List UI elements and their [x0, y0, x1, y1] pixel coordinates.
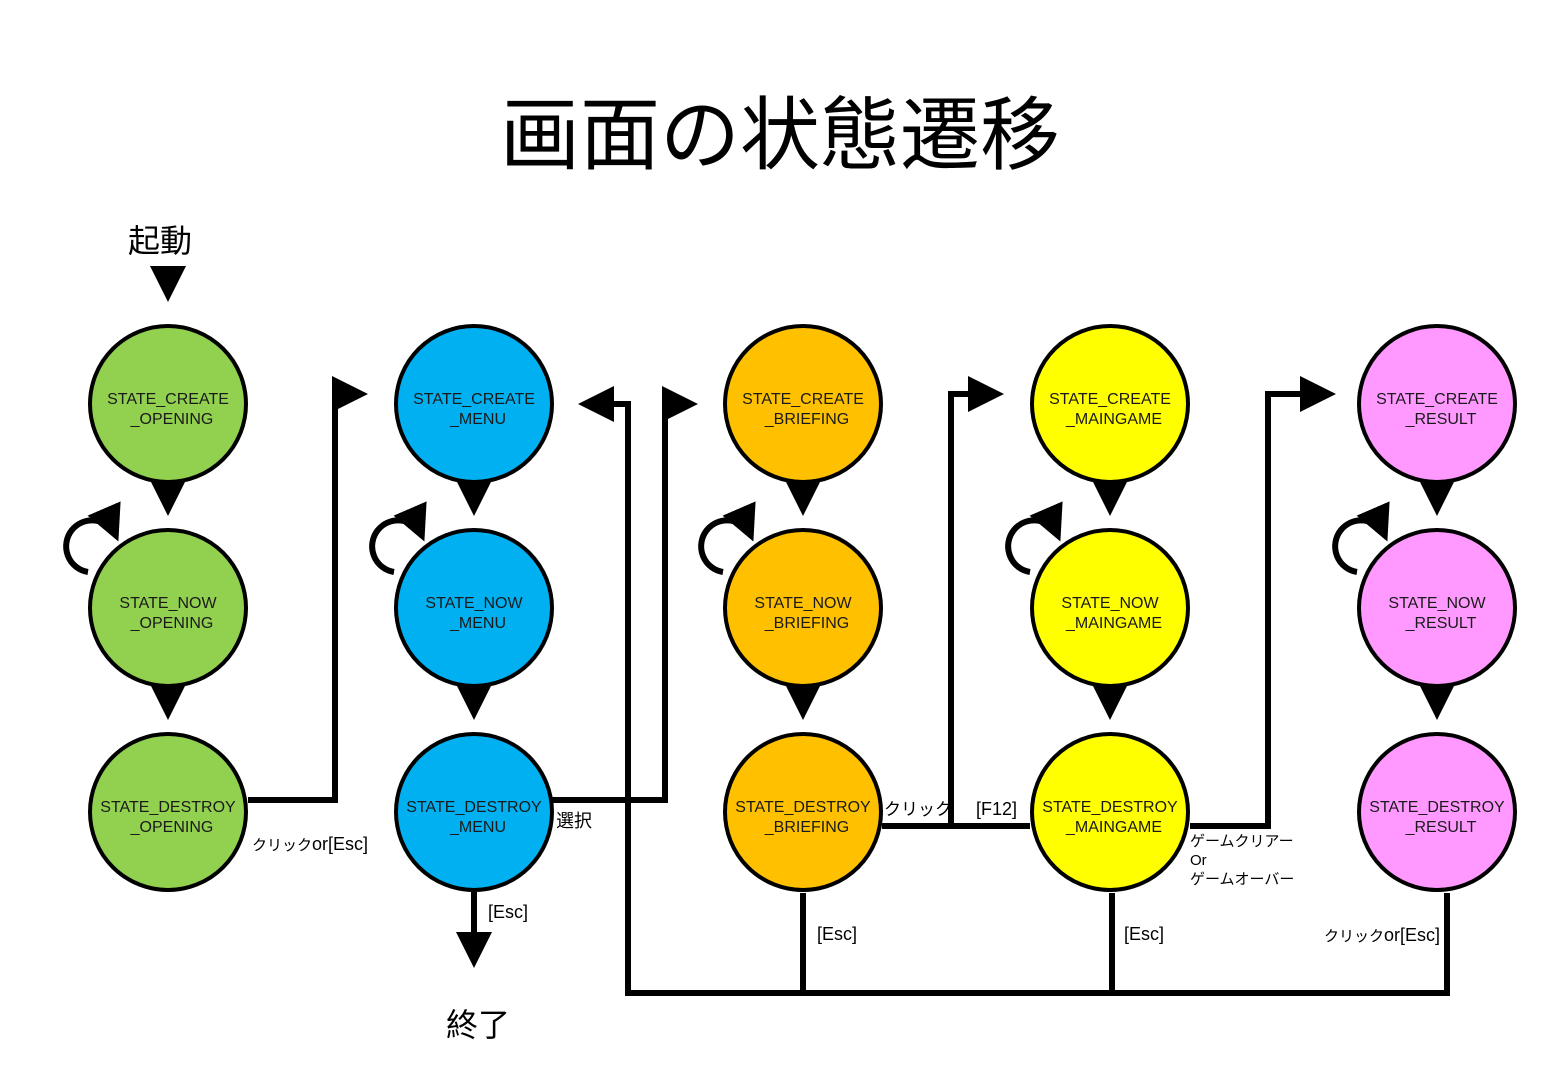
label-opening-to-menu: クリックor[Esc]: [252, 834, 368, 854]
label-or: Or: [1190, 852, 1207, 869]
label-briefing-esc: [Esc]: [817, 924, 857, 944]
state-name-line1: STATE_CREATE: [1049, 391, 1171, 408]
label-result-click-jp: クリック: [1324, 927, 1384, 945]
state-name-line1: STATE_DESTROY: [1042, 799, 1178, 816]
self-loop-menu: [369, 501, 427, 575]
state-node-opening-0: STATE_CREATE _OPENING: [88, 324, 248, 484]
state-name-line1: STATE_DESTROY: [735, 799, 871, 816]
state-circle: [88, 528, 248, 688]
label-briefing-f12: [F12]: [976, 799, 1017, 819]
label-or-esc: or[Esc]: [312, 834, 368, 854]
state-node-result-0: STATE_CREATE _RESULT: [1357, 324, 1517, 484]
state-node-menu-0: STATE_CREATE _MENU: [394, 324, 554, 484]
state-name-line1: STATE_CREATE: [742, 391, 864, 408]
label-result-or-esc: or[Esc]: [1384, 925, 1440, 945]
self-loops: [63, 501, 1390, 575]
label-result-return: クリックor[Esc]: [1324, 925, 1440, 945]
state-name-line1: STATE_NOW: [119, 595, 217, 612]
state-nodes: STATE_CREATE_OPENINGSTATE_NOW_OPENINGSTA…: [88, 324, 1517, 892]
state-name-line2: _BRIEFING: [764, 819, 849, 836]
state-node-maingame-0: STATE_CREATE _MAINGAME: [1030, 324, 1190, 484]
state-circle: [88, 324, 248, 484]
self-loop-maingame: [1005, 501, 1063, 575]
state-name-line2: _RESULT: [1405, 615, 1477, 632]
state-node-maingame-1: STATE_NOW _MAINGAME: [1030, 528, 1190, 688]
state-name-line2: _MENU: [449, 819, 506, 836]
state-name-line2: _MENU: [449, 615, 506, 632]
state-name-line2: _RESULT: [1405, 819, 1477, 836]
start-label: 起動: [128, 222, 192, 260]
state-name-line1: STATE_NOW: [754, 595, 852, 612]
end-label: 終了: [446, 1006, 510, 1044]
state-name-line1: STATE_NOW: [1388, 595, 1486, 612]
state-name-line2: _OPENING: [130, 411, 214, 428]
self-loop-opening: [63, 501, 121, 575]
state-circle: [394, 324, 554, 484]
state-circle: [88, 732, 248, 892]
diagram-title: 画面の状態遷移: [500, 89, 1060, 182]
edge-briefing-to-maingame: [948, 376, 1004, 826]
state-circle: [723, 732, 883, 892]
self-loop-briefing: [698, 501, 756, 575]
state-name-line2: _OPENING: [130, 819, 214, 836]
state-circle: [1357, 528, 1517, 688]
state-circle: [1030, 324, 1190, 484]
self-loop-result: [1332, 501, 1390, 575]
label-menu-select: 選択: [556, 811, 592, 832]
label-click-jp: クリック: [252, 836, 312, 854]
label-game-clear: ゲームクリアー: [1190, 832, 1294, 850]
state-node-opening-1: STATE_NOW _OPENING: [88, 528, 248, 688]
state-name-line1: STATE_CREATE: [107, 391, 229, 408]
edge-maingame-to-result: [1190, 376, 1336, 829]
state-circle: [723, 324, 883, 484]
state-node-result-1: STATE_NOW _RESULT: [1357, 528, 1517, 688]
state-node-menu-1: STATE_NOW _MENU: [394, 528, 554, 688]
state-node-maingame-2: STATE_DESTROY _MAINGAME: [1030, 732, 1190, 892]
state-circle: [394, 528, 554, 688]
edge-opening-to-menu: [248, 376, 368, 803]
state-node-result-2: STATE_DESTROY _RESULT: [1357, 732, 1517, 892]
state-node-opening-2: STATE_DESTROY _OPENING: [88, 732, 248, 892]
state-node-briefing-2: STATE_DESTROY _BRIEFING: [723, 732, 883, 892]
state-name-line1: STATE_DESTROY: [100, 799, 236, 816]
state-name-line2: _OPENING: [130, 615, 214, 632]
vertical-arrows: [150, 480, 1455, 720]
state-name-line2: _BRIEFING: [764, 615, 849, 632]
edge-return-to-menu: [578, 386, 1450, 996]
state-node-briefing-0: STATE_CREATE _BRIEFING: [723, 324, 883, 484]
state-circle: [1357, 732, 1517, 892]
state-name-line2: _BRIEFING: [764, 411, 849, 428]
label-game-over: ゲームオーバー: [1190, 870, 1294, 888]
state-circle: [723, 528, 883, 688]
state-circle: [1030, 732, 1190, 892]
label-menu-esc: [Esc]: [488, 902, 528, 922]
state-name-line1: STATE_CREATE: [1376, 391, 1498, 408]
state-name-line1: STATE_NOW: [425, 595, 523, 612]
state-node-menu-2: STATE_DESTROY _MENU: [394, 732, 554, 892]
state-circle: [1030, 528, 1190, 688]
edge-menu-to-briefing: [552, 386, 698, 803]
label-maingame-esc: [Esc]: [1124, 924, 1164, 944]
state-name-line2: _MENU: [449, 411, 506, 428]
state-name-line2: _MAINGAME: [1065, 615, 1162, 632]
state-circle: [394, 732, 554, 892]
state-name-line2: _MAINGAME: [1065, 411, 1162, 428]
state-name-line1: STATE_DESTROY: [1369, 799, 1505, 816]
state-name-line1: STATE_CREATE: [413, 391, 535, 408]
state-name-line2: _MAINGAME: [1065, 819, 1162, 836]
state-name-line2: _RESULT: [1405, 411, 1477, 428]
state-node-briefing-1: STATE_NOW _BRIEFING: [723, 528, 883, 688]
state-name-line1: STATE_NOW: [1061, 595, 1159, 612]
state-circle: [1357, 324, 1517, 484]
label-briefing-click: クリック: [884, 800, 952, 820]
state-name-line1: STATE_DESTROY: [406, 799, 542, 816]
